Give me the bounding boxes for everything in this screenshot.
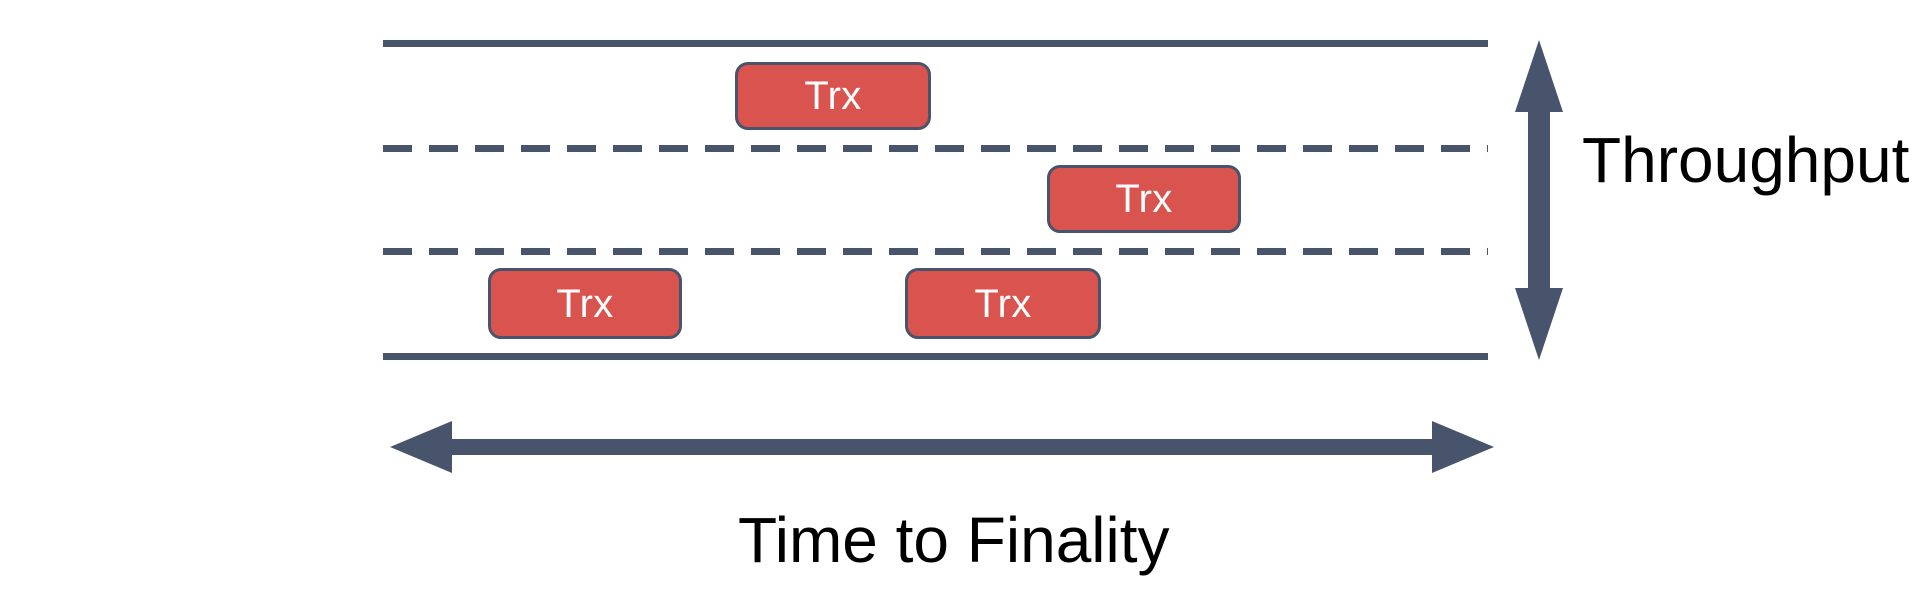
lane-line-top-solid (383, 40, 1488, 47)
transaction-block-label: Trx (974, 281, 1032, 326)
lane-line-bottom-solid (383, 353, 1488, 360)
time-to-finality-arrow-icon (388, 415, 1496, 479)
lane-line-dashed-2 (383, 248, 1488, 255)
transaction-block: Trx (905, 268, 1101, 339)
transaction-block-label: Trx (1115, 177, 1173, 221)
transaction-block-label: Trx (804, 74, 862, 118)
transaction-block: Trx (1047, 165, 1241, 233)
time-to-finality-axis-label: Time to Finality (738, 504, 1170, 576)
transaction-block: Trx (488, 268, 682, 339)
lane-line-dashed-1 (383, 145, 1488, 152)
throughput-arrow-icon (1512, 38, 1566, 362)
transaction-block: Trx (735, 62, 931, 130)
throughput-axis-label: Throughput (1582, 124, 1910, 196)
transaction-block-label: Trx (556, 281, 614, 326)
